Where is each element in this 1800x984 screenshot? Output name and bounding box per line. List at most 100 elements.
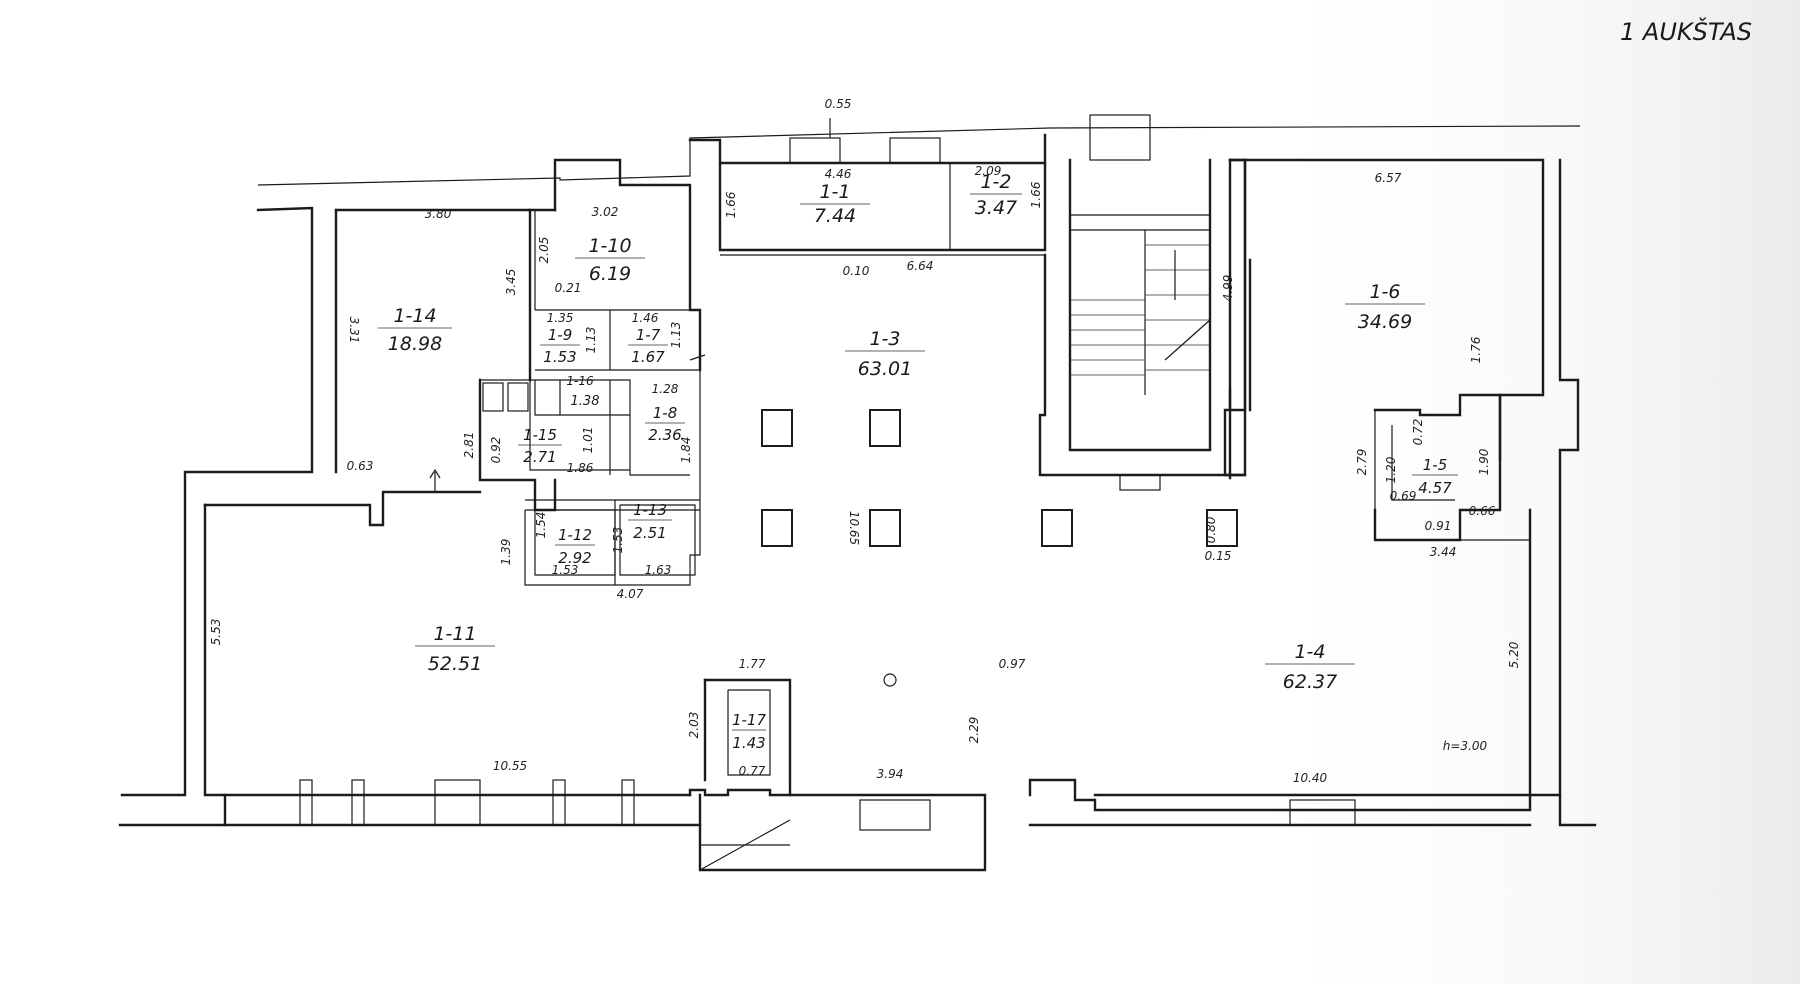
dimension-label: h=3.00: [1443, 739, 1488, 753]
dimension-label: 1.63: [645, 563, 672, 577]
dimension-label: 2.03: [687, 712, 701, 739]
room-label-text: 1-16: [566, 374, 594, 388]
room-label-text: 1-8: [653, 404, 678, 422]
scan-shading: [1240, 0, 1800, 984]
room-label-text: 18.98: [388, 333, 442, 355]
room-label-text: 1-13: [633, 501, 667, 519]
dimension-label: 1.66: [724, 191, 738, 218]
room-label-text: 3.47: [975, 197, 1017, 219]
dimension-label: 3.02: [592, 205, 619, 219]
room-1-3: 1-3 63.01: [845, 328, 925, 380]
dimension-label: 0.66: [1469, 504, 1496, 518]
room-label-text: 1-9: [548, 326, 573, 344]
room-label-text: 63.01: [858, 358, 912, 380]
room-1-5: 1-5 4.57: [1412, 456, 1458, 497]
dimension-label: 0.91: [1425, 519, 1452, 533]
dimension-label: 10.65: [847, 511, 861, 545]
room-label-text: 1-17: [732, 711, 766, 729]
room-label-text: 1-7: [636, 326, 661, 344]
dimension-label: 0.92: [489, 437, 503, 464]
dimension-label: 0.72: [1411, 419, 1425, 446]
dimension-label: 0.97: [999, 657, 1026, 671]
room-1-1: 1-17.44: [800, 181, 870, 227]
columns: [761, 409, 1238, 687]
dimension-label: 2.05: [537, 237, 551, 264]
dimension-label: 1.90: [1477, 448, 1491, 475]
dimension-label: 0.80: [1204, 516, 1218, 543]
dimension-label: 1.13: [584, 327, 598, 354]
dimension-label: 1.53: [552, 563, 579, 577]
dimension-label: 0.55: [825, 97, 852, 111]
plan-title: 1 AUKŠTAS: [1620, 16, 1752, 46]
dimension-label: 6.57: [1375, 171, 1402, 185]
room-label-text: 1.43: [732, 734, 765, 752]
windows: [299, 114, 1356, 831]
room-1-14: 1-14 18.98: [378, 305, 452, 355]
room-label-text: 1-14: [393, 305, 436, 327]
room-label-text: 1-4: [1294, 641, 1325, 663]
dimension-labels: 0.55 4.46 2.09 1.66 1.66 6.57 3.02 3.80 …: [209, 97, 1521, 785]
room-label-text: 34.69: [1358, 311, 1412, 333]
room-labels: 1-17.44 1-2 3.47 1-3 63.01 1-462.37 1-5 4.5…: [378, 171, 1458, 752]
dimension-label: 1.35: [547, 311, 574, 325]
room-1-12: 1-122.92: [555, 526, 595, 567]
dimension-label: 2.81: [462, 432, 476, 459]
dimension-label: 2.29: [967, 717, 981, 744]
dimension-label: 1.76: [1469, 336, 1483, 363]
dimension-label: 0.10: [843, 264, 870, 278]
dimension-label: 5.20: [1507, 641, 1521, 668]
room-label-text: 2.51: [633, 524, 666, 542]
dimension-label: 4.99: [1221, 275, 1235, 302]
room-label-text: 1-2: [980, 171, 1011, 193]
dimension-label: 5.53: [209, 619, 223, 646]
room-1-10: 1-10 6.19: [575, 235, 645, 285]
room-label-text: 6.19: [589, 263, 631, 285]
dimension-label: 1.01: [581, 427, 595, 454]
dimension-label: 1.20: [1384, 456, 1398, 483]
room-label-text: 1-11: [433, 623, 476, 645]
room-1-15: 1-15 2.71: [518, 426, 562, 466]
dimension-label: 3.44: [1430, 545, 1457, 559]
dimension-label: 6.64: [907, 259, 934, 273]
dimension-label: 4.07: [617, 587, 644, 601]
room-1-4: 1-462.37: [1265, 641, 1355, 693]
room-1-13: 1-13 2.51: [628, 501, 672, 542]
room-1-8: 1-8 2.36: [645, 404, 685, 444]
room-1-9: 1-9 1.53: [540, 326, 580, 366]
room-label-text: 1-6: [1369, 281, 1400, 303]
room-1-2: 1-2 3.47: [970, 171, 1022, 219]
dimension-label: 3.94: [877, 767, 904, 781]
room-label-text: 1-10: [588, 235, 631, 257]
dimension-label: 1.46: [632, 311, 659, 325]
dimension-label: 1.77: [739, 657, 766, 671]
dimension-label: 4.46: [825, 167, 852, 181]
dimension-label: 0.77: [739, 764, 766, 778]
dimension-label: 0.21: [555, 281, 582, 295]
dimension-label: 3.45: [504, 269, 518, 296]
room-label-text: 1.53: [543, 348, 576, 366]
room-label-text: 1.67: [631, 348, 665, 366]
room-label-text: 1-15: [523, 426, 557, 444]
dimension-label: 3.80: [425, 207, 452, 221]
dimension-label: 1.39: [499, 539, 513, 566]
dimension-label: 1.54: [534, 512, 548, 539]
room-label-text: 2.36: [648, 426, 681, 444]
room-label-text: 1-5: [1423, 456, 1448, 474]
dimension-label: 10.55: [493, 759, 527, 773]
dimension-label: 1.28: [652, 382, 679, 396]
room-label-text: 2.71: [523, 448, 556, 466]
room-label-text: 1.38: [571, 394, 600, 409]
dimension-label: 0.69: [1390, 489, 1417, 503]
dimension-label: 2.09: [975, 164, 1002, 178]
room-label-text: 1-12: [558, 526, 592, 544]
dimension-label: 2.79: [1355, 449, 1369, 476]
dimension-label: 1.13: [669, 322, 683, 349]
dimension-label: 0.63: [347, 459, 374, 473]
dimension-label: 1.86: [567, 461, 594, 475]
dimension-label: 0.15: [1205, 549, 1232, 563]
room-1-17: 1-17 1.43: [732, 711, 766, 752]
room-label-text: 1-3: [869, 328, 900, 350]
room-label-text: 4.57: [1418, 479, 1452, 497]
